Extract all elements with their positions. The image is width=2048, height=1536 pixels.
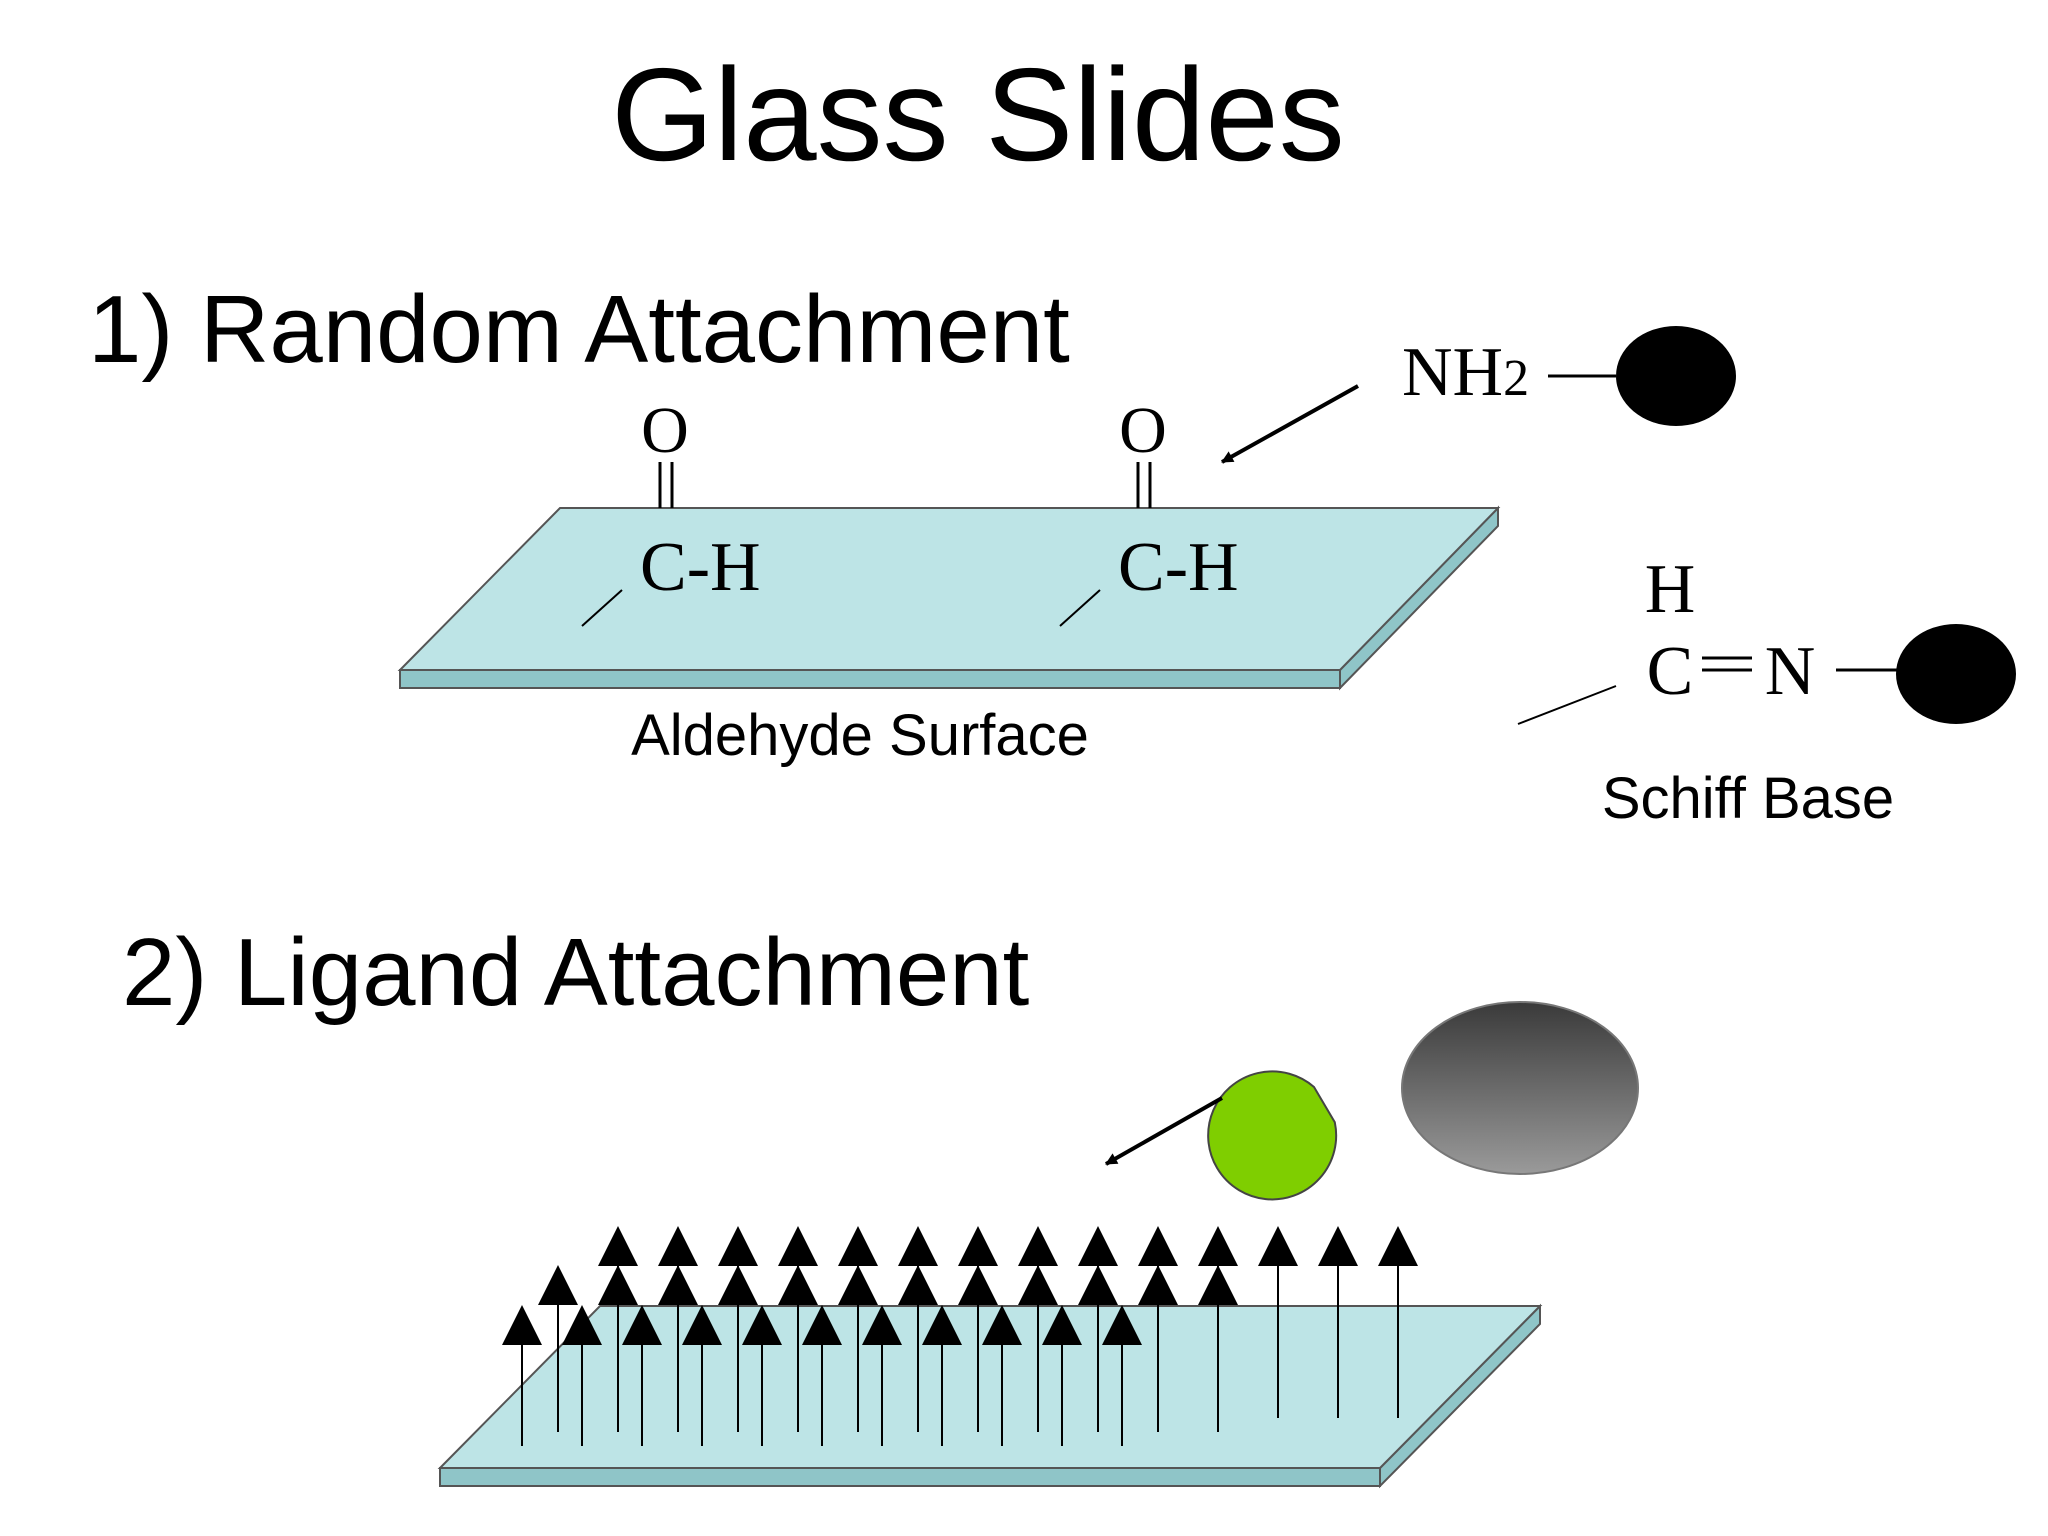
ligand-arrow-icon [838,1226,878,1266]
section1-heading: 1) Random Attachment [88,276,1070,383]
ligand-arrow-icon [538,1265,578,1305]
ch-label-2: C-H [1118,529,1239,606]
ligand-arrow-icon [1138,1226,1178,1266]
product-n-label: N [1765,633,1816,710]
bond-line [1517,685,1617,725]
ligand-arrow-icon [1018,1265,1058,1305]
ligand-arrow-icon [658,1265,698,1305]
ligand-arrow-icon [598,1226,638,1266]
molecule-ball-icon [1896,624,2016,724]
amine-reagent: NH2 [1402,326,1736,426]
ligand-arrow-icon [562,1305,602,1345]
ligand-arrow-icon [1078,1226,1118,1266]
ligand-arrow-icon [622,1305,662,1345]
ligand-arrow-icon [898,1226,938,1266]
ch-label-1: C-H [640,529,761,606]
ligand-arrow-icon [778,1265,818,1305]
ligand-arrow-icon [502,1305,542,1345]
ligand-arrow-icon [718,1265,758,1305]
slide2-front-edge [439,1467,1381,1487]
bond-line [581,589,623,627]
amine-subscript: 2 [1503,350,1529,407]
surface-caption: Aldehyde Surface [631,703,1089,768]
ligand-binding-pacman-icon [1207,1070,1338,1201]
ligand-slide [437,1303,1543,1489]
ligand-arrow-icon [802,1305,842,1345]
ligand-arrow-icon [898,1265,938,1305]
amine-label: NH2 [1402,334,1529,411]
ligand-arrow-icon [922,1305,962,1345]
protein-complex [1207,1001,1639,1201]
product-caption: Schiff Base [1602,766,1894,831]
ligand-arrow-icon [658,1226,698,1266]
ligand-arrow-icon [1042,1305,1082,1345]
ligand-arrow-icon [1378,1226,1418,1266]
aldehyde-slide [397,505,1501,691]
oxygen-label-2: O [1119,394,1167,467]
ligand-arrow-icon [862,1305,902,1345]
slide2-top [437,1305,1543,1469]
ligand-arrow-icon [1018,1226,1058,1266]
ligand-arrow-icon [958,1226,998,1266]
ligand-arrow-icon [982,1305,1022,1345]
ligand-arrow-icon [958,1265,998,1305]
ligand-arrow-icon [1198,1265,1238,1305]
ligand-arrow-icon [838,1265,878,1305]
product-c-label: C [1647,633,1694,710]
oxygen-label-1: O [641,394,689,467]
immobilized-ligands [502,1226,1418,1446]
page-title: Glass Slides [611,41,1345,188]
bond-line [1059,589,1101,627]
section2-heading: 2) Ligand Attachment [122,919,1029,1026]
ligand-arrow-icon [1138,1265,1178,1305]
ligand-arrow-icon [1102,1305,1142,1345]
ligand-arrow-icon [1318,1226,1358,1266]
ligand-arrow-icon [778,1226,818,1266]
ligand-arrow-icon [1258,1226,1298,1266]
slide1-top [397,507,1501,671]
aldehyde-group-2: O C-H [1059,394,1239,627]
molecule-ball-icon [1616,326,1736,426]
ligand-arrow-icon [598,1265,638,1305]
binding-arrow [1105,1096,1223,1166]
ligand-arrow-icon [1198,1226,1238,1266]
ligand-arrow-icon [682,1305,722,1345]
product-h-label: H [1645,551,1696,628]
schiff-base-product: H C N Schiff Base [1517,551,2016,831]
ligand-arrow-icon [718,1226,758,1266]
ligand-arrow-icon [742,1305,782,1345]
protein-icon [1401,1001,1639,1175]
aldehyde-group-1: O C-H [581,394,761,627]
amine-prefix: NH [1402,334,1503,411]
ligand-arrow-icon [1078,1265,1118,1305]
slide1-front-edge [399,669,1341,689]
reaction-arrow [1221,384,1359,464]
